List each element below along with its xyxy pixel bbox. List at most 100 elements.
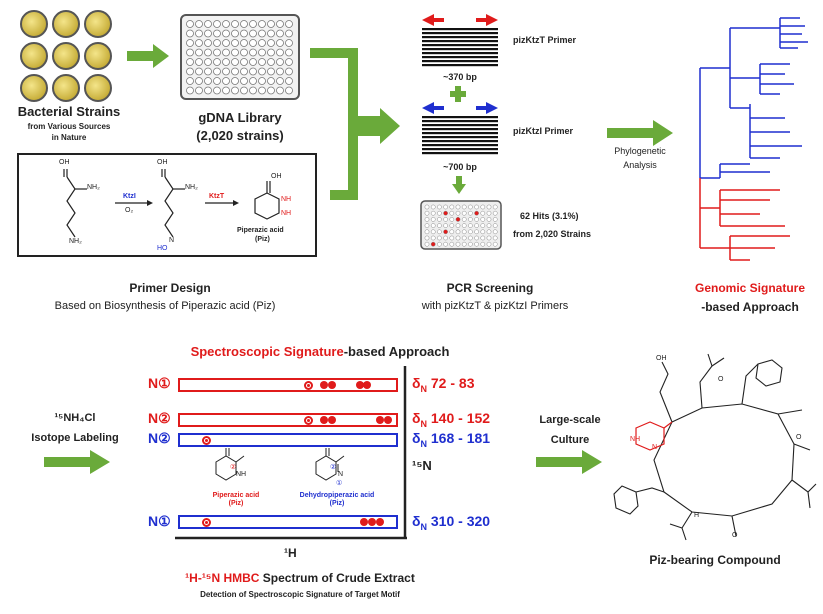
plate-well	[240, 58, 248, 66]
plate-well	[461, 204, 467, 210]
plate-well	[231, 67, 239, 76]
plate-well	[231, 86, 239, 95]
compound-o-2: O	[796, 434, 802, 441]
plate-well	[468, 223, 473, 228]
gel-band	[422, 36, 498, 39]
plate-well	[474, 229, 479, 235]
hmbc-peak-ring	[304, 381, 313, 390]
plate-well	[437, 235, 442, 241]
compound-o-3: O	[732, 532, 738, 539]
petri-dish-icon	[84, 42, 112, 70]
plate-well	[424, 241, 430, 247]
phylogenetic-label-1: Phylogenetic	[614, 146, 666, 156]
plate-well	[285, 29, 293, 38]
hit-well	[474, 210, 479, 216]
hmbc-subtitle: Detection of Spectroscopic Signature of …	[200, 590, 400, 599]
hmbc-title-rest: Spectrum of Crude Extract	[259, 571, 415, 585]
plate-well	[195, 77, 203, 85]
plate-well	[492, 235, 498, 241]
hmbc-peak	[368, 518, 376, 526]
compound-o-1: O	[718, 376, 724, 383]
gel-band	[422, 132, 498, 135]
row-label-n2-red: N②	[148, 410, 171, 426]
plate-well	[437, 210, 442, 216]
plate-well	[267, 86, 275, 95]
green-down-arrow-icon	[452, 176, 466, 194]
plate-well	[285, 86, 293, 95]
scheme-ktzi: KtzI	[123, 193, 136, 200]
delta-value-2: 140 - 152	[430, 410, 491, 426]
flow-connector	[310, 48, 400, 144]
plate-well	[204, 48, 212, 57]
plate-well	[240, 29, 248, 38]
gel-band	[422, 128, 498, 131]
plate-well	[222, 58, 230, 66]
plate-well	[258, 67, 266, 76]
plate-well	[443, 217, 448, 222]
bacterial-strains-sub1: from Various Sources	[27, 122, 111, 131]
plate-well	[258, 39, 266, 47]
plate-well	[285, 67, 293, 76]
scheme-ktzt: KtzT	[209, 193, 225, 200]
plate-well	[437, 204, 442, 210]
gel-band	[422, 28, 498, 31]
plate-well	[195, 29, 203, 38]
plate-well	[449, 229, 455, 235]
mini-dehydro-label: Dehydropiperazic acid	[299, 492, 375, 499]
plate-well	[204, 20, 212, 28]
green-arrow-icon	[607, 120, 673, 146]
plate-well	[231, 39, 239, 47]
primer-ktzi-label: pizKtzI Primer	[513, 126, 574, 136]
plate-well	[285, 58, 293, 66]
plate-well	[480, 235, 486, 241]
plate-well	[249, 39, 257, 47]
plate-well	[486, 204, 492, 210]
hmbc-peak-ring	[202, 436, 211, 445]
plate-well	[424, 210, 430, 216]
plate-well	[204, 58, 212, 66]
plate-well	[437, 217, 442, 222]
plate-well	[492, 217, 498, 222]
compound-n: N	[652, 444, 658, 451]
phylogenetic-tree	[699, 17, 808, 261]
mini-nh: NH	[236, 471, 247, 478]
plate-well	[249, 48, 257, 57]
plate-well	[213, 58, 221, 66]
plate-well	[430, 204, 436, 210]
phylogenetic-label-2: Analysis	[623, 160, 657, 170]
genomic-signature-sub: -based Approach	[701, 300, 799, 314]
petri-dish-icon	[52, 74, 80, 102]
mini-piz-abbrev: (Piz)	[228, 500, 244, 507]
biosynthesis-scheme-box: OH NH₂ NH₂ KtzI O₂ OH NH₂ N HO KtzT OH N…	[17, 153, 317, 257]
plate-well	[455, 204, 461, 210]
plate-well	[240, 48, 248, 57]
hmbc-peak	[356, 381, 364, 389]
gel-band	[422, 40, 498, 43]
petri-dish-icon	[20, 10, 48, 38]
plate-well	[267, 39, 275, 47]
plate-well	[186, 39, 194, 47]
plate-well	[461, 241, 467, 247]
plate-well	[231, 48, 239, 57]
gel-band	[422, 148, 498, 151]
green-arrow-icon	[536, 450, 602, 474]
scheme-nh2-3: NH₂	[185, 184, 198, 191]
gel-band	[422, 64, 498, 67]
delta-value-1: 72 - 83	[430, 375, 475, 391]
bacterial-strains-panel	[18, 8, 118, 108]
plate-well	[222, 39, 230, 47]
plate-well	[461, 210, 467, 216]
plate-well	[468, 241, 473, 247]
petri-dish-icon	[52, 42, 80, 70]
petri-dish-icon	[84, 10, 112, 38]
compound-title: Piz-bearing Compound	[649, 553, 781, 567]
primer-design-title: Primer Design	[129, 281, 211, 295]
plate-well	[186, 58, 194, 66]
plate-well	[443, 204, 448, 210]
scheme-nh2-1: NH₂	[87, 184, 100, 191]
plate-well	[213, 67, 221, 76]
green-arrow-icon	[44, 450, 110, 474]
plate-well	[486, 241, 492, 247]
plate-well	[267, 20, 275, 28]
plate-well	[455, 210, 461, 216]
